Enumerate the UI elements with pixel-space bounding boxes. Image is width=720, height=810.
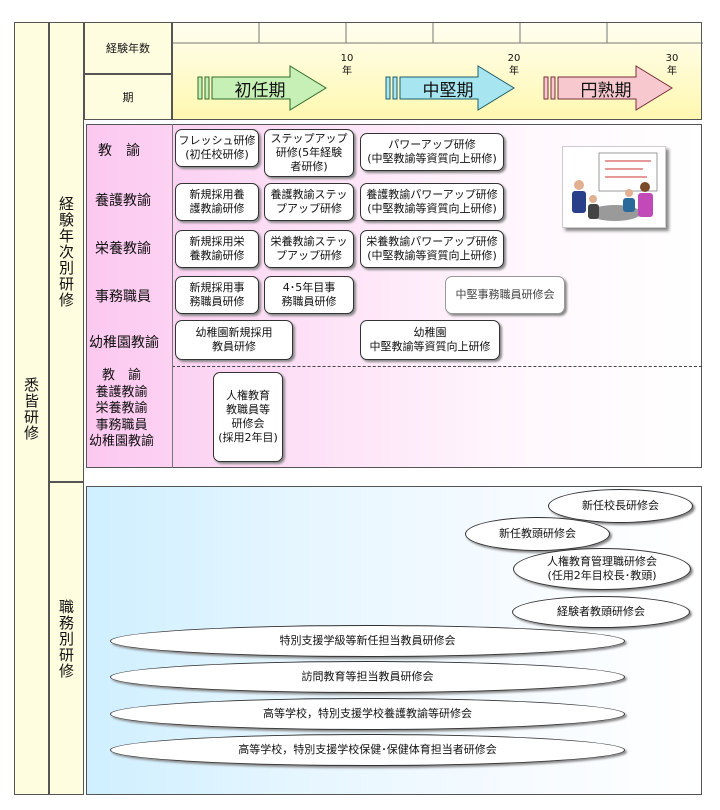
timeline-header <box>172 22 703 120</box>
common-role: 幼稚園教諭 <box>89 434 155 449</box>
common-role: 養護教諭 <box>95 384 148 400</box>
common-roles-list: 教 諭 養護教諭 栄養教諭 事務職員 幼稚園教諭 <box>89 368 154 451</box>
training-box-nurse-power: 養護教諭パワーアップ研修 (中堅教諭等資質向上研修) <box>360 183 504 221</box>
phase-label-initial: 初任期 <box>234 80 286 101</box>
arrow-shape <box>197 65 327 111</box>
training-box-clerk-mid: 中堅事務職員研修会 <box>445 276 565 314</box>
training-box-human-rights: 人権教育 教職員等 研修会 (採用2年目) <box>213 372 283 462</box>
job-training-label: 職務別研修 <box>49 482 84 795</box>
training-oval-visiting-education: 訪問教育等担当教員研修会 <box>110 661 625 693</box>
training-box-nutrition-power: 栄養教諭パワーアップ研修 (中堅教諭等資質向上研修) <box>360 230 504 268</box>
phase-arrow-mature: 円熟期 <box>542 64 674 112</box>
training-box-clerk-45: 4･5年目事 務職員研修 <box>264 276 354 314</box>
common-role: 栄養教諭 <box>95 401 148 416</box>
training-oval-experienced-vice: 経験者教頭研修会 <box>512 596 690 628</box>
phase-label-mid: 中堅期 <box>422 80 474 101</box>
phase-arrow-mid: 中堅期 <box>384 64 516 112</box>
training-oval-new-vice-principal: 新任教頭研修会 <box>465 517 610 551</box>
timeline-ticks <box>173 23 703 44</box>
experience-training-label: 経験年次別研修 <box>49 22 84 482</box>
phase-arrow-initial: 初任期 <box>196 64 328 112</box>
role-kinder-teacher: 幼稚園教諭 <box>89 335 159 351</box>
meeting-picture <box>572 152 658 221</box>
training-oval-new-principal: 新任校長研修会 <box>548 489 693 523</box>
training-oval-hs-nurse: 高等学校，特別支援学校養護教諭等研修会 <box>110 698 625 730</box>
training-box-powerup: パワーアップ研修 (中堅教諭等資質向上研修) <box>360 133 504 171</box>
training-oval-human-rights-admin: 人権教育管理職研修会 (任用2年目校長･教頭) <box>513 548 691 590</box>
training-box-nutrition-new: 新規採用栄 養教諭研修 <box>175 230 259 268</box>
meeting-illustration <box>562 146 666 228</box>
common-role: 事務職員 <box>95 417 148 433</box>
training-box-kinder-mid: 幼稚園 中堅教諭等資質向上研修 <box>360 320 500 360</box>
phase-label-mature: 円熟期 <box>580 80 632 101</box>
training-oval-special-support-new: 特別支援学級等新任担当教員研修会 <box>110 625 625 657</box>
training-oval-hs-pe: 高等学校，特別支援学校保健･保健体育担当者研修会 <box>110 734 625 766</box>
role-nurse-teacher: 養護教諭 <box>95 193 151 209</box>
training-box-kinder-new: 幼稚園新規採用 教員研修 <box>175 320 293 360</box>
common-role: 教 諭 <box>102 368 142 383</box>
training-box-fresh: フレッシュ研修 (初任校研修) <box>175 129 259 167</box>
role-column-divider <box>172 124 173 468</box>
role-teacher: 教 諭 <box>98 143 140 159</box>
experience-years-header: 経験年数 <box>84 22 172 74</box>
period-header: 期 <box>84 74 172 120</box>
arrow-shape <box>385 65 515 111</box>
all-training-label: 悉皆研修 <box>14 22 49 795</box>
training-box-clerk-new: 新規採用事 務職員研修 <box>175 276 259 314</box>
training-box-nurse-new: 新規採用養 護教諭研修 <box>175 183 259 221</box>
training-box-nurse-step: 養護教諭ステッ プアップ研修 <box>264 183 354 221</box>
training-box-stepup: ステップアップ 研修(5年経験 者研修) <box>264 129 354 177</box>
role-clerk: 事務職員 <box>95 289 151 305</box>
training-box-nutrition-step: 栄養教諭ステッ プアップ研修 <box>264 230 354 268</box>
arrow-shape <box>543 65 673 111</box>
section-divider <box>172 366 702 367</box>
role-nutrition-teacher: 栄養教諭 <box>95 241 151 257</box>
